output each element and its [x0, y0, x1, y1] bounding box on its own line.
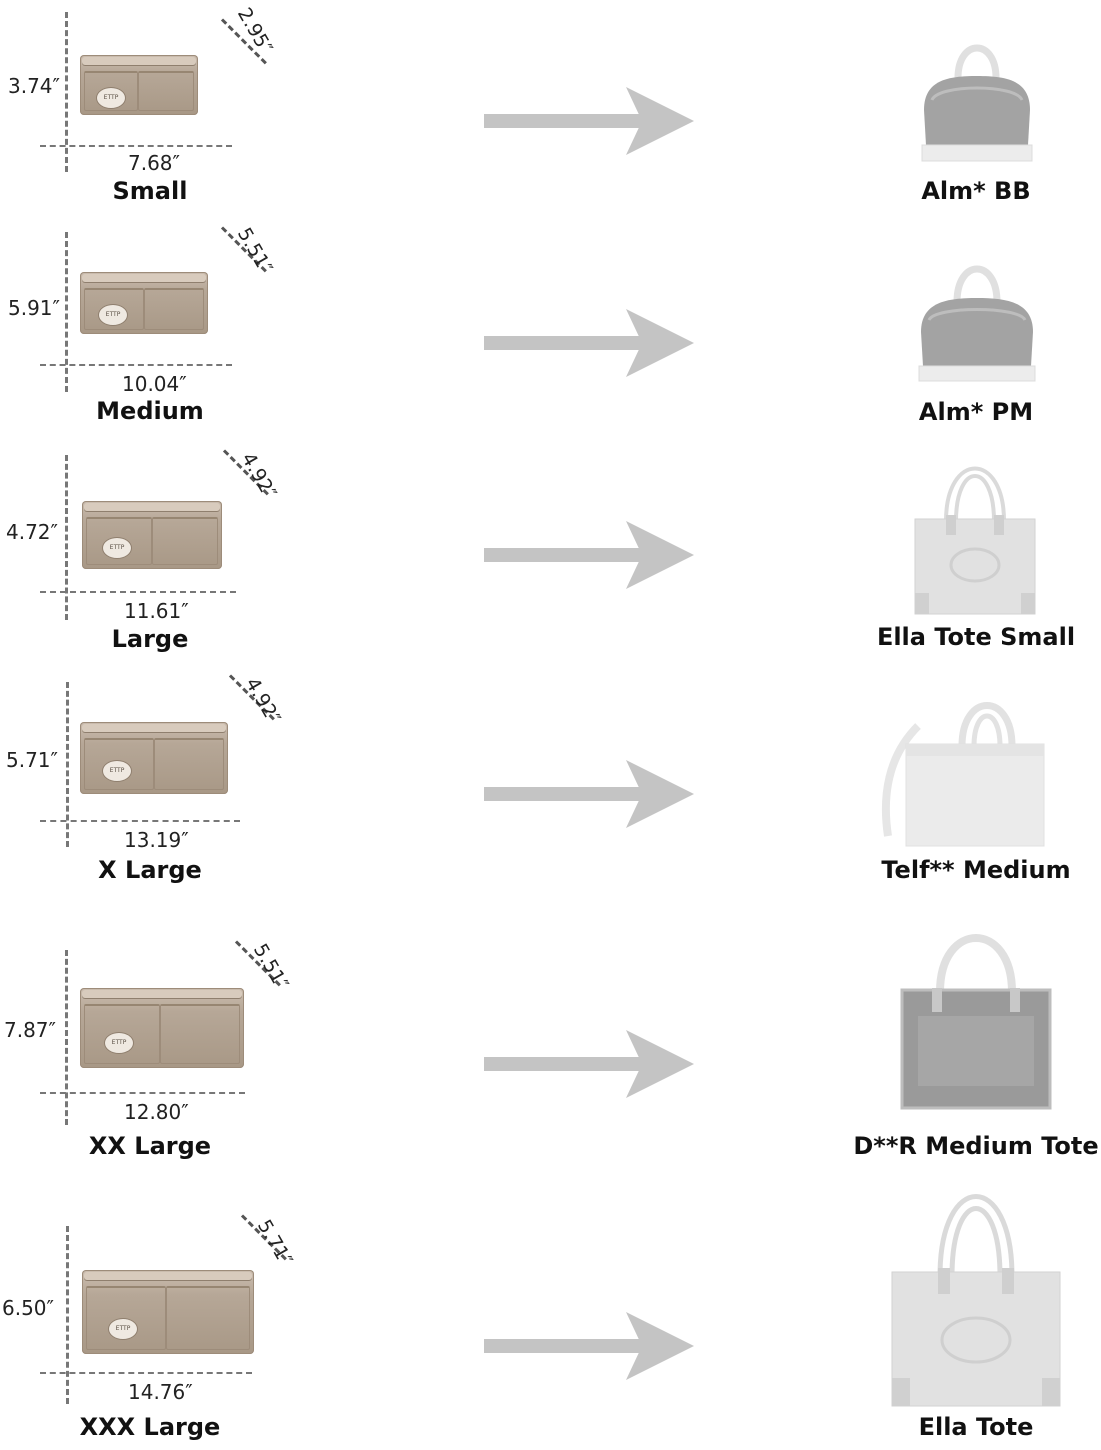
height-dimension: 3.74″ — [8, 74, 61, 98]
depth-dimension: 4.92″ — [236, 449, 281, 503]
arrow-right-icon — [484, 521, 694, 589]
brand-logo-icon: ETTP — [98, 304, 128, 326]
brand-logo-icon: ETTP — [102, 760, 132, 782]
width-dimension: 7.68″ — [128, 151, 181, 175]
tote-bag-icon — [914, 466, 1036, 615]
arrow-right-icon — [484, 760, 694, 828]
bag-name: D**R Medium Tote — [853, 1132, 1099, 1160]
size-row-medium: ETTP 5.91″ 10.04″ 5.51″ Medium Alm* PM — [0, 220, 1101, 435]
height-guide — [66, 682, 69, 847]
arrow-right-icon — [484, 87, 694, 155]
size-label: Medium — [96, 397, 204, 425]
book-tote-icon — [900, 934, 1052, 1110]
height-dimension: 7.87″ — [4, 1018, 57, 1042]
height-guide — [65, 232, 68, 392]
depth-dimension: 4.92″ — [240, 674, 285, 728]
size-row-small: ETTP 3.74″ 7.68″ 2.95″ Small Alm* BB — [0, 0, 1101, 215]
width-guide — [40, 1372, 252, 1374]
width-dimension: 14.76″ — [128, 1380, 193, 1404]
tote-bag-icon — [891, 1194, 1061, 1407]
size-row-large: ETTP 4.72″ 11.61″ 4.92″ Large Ella Tote … — [0, 445, 1101, 660]
size-label: XX Large — [88, 1132, 212, 1160]
organizer-insert: ETTP — [82, 501, 222, 569]
height-guide — [65, 12, 68, 172]
shopping-bag-icon — [881, 702, 1045, 847]
height-dimension: 4.72″ — [6, 520, 59, 544]
brand-logo-icon: ETTP — [108, 1318, 138, 1340]
width-guide — [40, 145, 232, 147]
depth-dimension: 2.95″ — [232, 4, 277, 58]
organizer-insert: ETTP — [82, 1270, 254, 1354]
size-label: X Large — [98, 856, 202, 884]
height-guide — [66, 1226, 69, 1404]
width-guide — [40, 591, 236, 593]
bag-name: Alm* BB — [921, 177, 1031, 205]
height-guide — [65, 950, 68, 1125]
size-label: Large — [111, 625, 189, 653]
dome-bag-icon — [918, 265, 1036, 382]
size-row-xx-large: ETTP 7.87″ 12.80″ 5.51″ XX Large D**R Me… — [0, 930, 1101, 1170]
dome-bag-icon — [921, 44, 1033, 162]
arrow-right-icon — [484, 1030, 694, 1098]
width-guide — [40, 364, 232, 366]
size-row-x-large: ETTP 5.71″ 13.19″ 4.92″ X Large Telf** M… — [0, 670, 1101, 900]
height-dimension: 6.50″ — [2, 1296, 55, 1320]
brand-logo-icon: ETTP — [104, 1032, 134, 1054]
size-label: XXX Large — [79, 1413, 221, 1441]
size-row-xxx-large: ETTP 6.50″ 14.76″ 5.71″ XXX Large Ella T… — [0, 1194, 1101, 1450]
bag-name: Ella Tote — [918, 1413, 1034, 1441]
arrow-right-icon — [484, 309, 694, 377]
depth-dimension: 5.51″ — [248, 940, 293, 994]
height-dimension: 5.71″ — [6, 748, 59, 772]
organizer-insert: ETTP — [80, 272, 208, 334]
width-dimension: 12.80″ — [124, 1100, 189, 1124]
bag-name: Telf** Medium — [881, 856, 1071, 884]
brand-logo-icon: ETTP — [102, 537, 132, 559]
brand-logo-icon: ETTP — [96, 87, 126, 109]
bag-name: Alm* PM — [918, 398, 1034, 426]
width-guide — [40, 820, 240, 822]
organizer-insert: ETTP — [80, 55, 198, 115]
height-dimension: 5.91″ — [8, 296, 61, 320]
organizer-insert: ETTP — [80, 988, 244, 1068]
width-guide — [40, 1092, 245, 1094]
width-dimension: 13.19″ — [124, 828, 189, 852]
width-dimension: 10.04″ — [122, 372, 187, 396]
width-dimension: 11.61″ — [124, 599, 189, 623]
depth-dimension: 5.51″ — [232, 224, 277, 278]
size-label: Small — [112, 177, 188, 205]
organizer-insert: ETTP — [80, 722, 228, 794]
arrow-right-icon — [484, 1312, 694, 1380]
depth-dimension: 5.71″ — [252, 1216, 297, 1270]
bag-name: Ella Tote Small — [876, 623, 1076, 651]
height-guide — [65, 455, 68, 620]
